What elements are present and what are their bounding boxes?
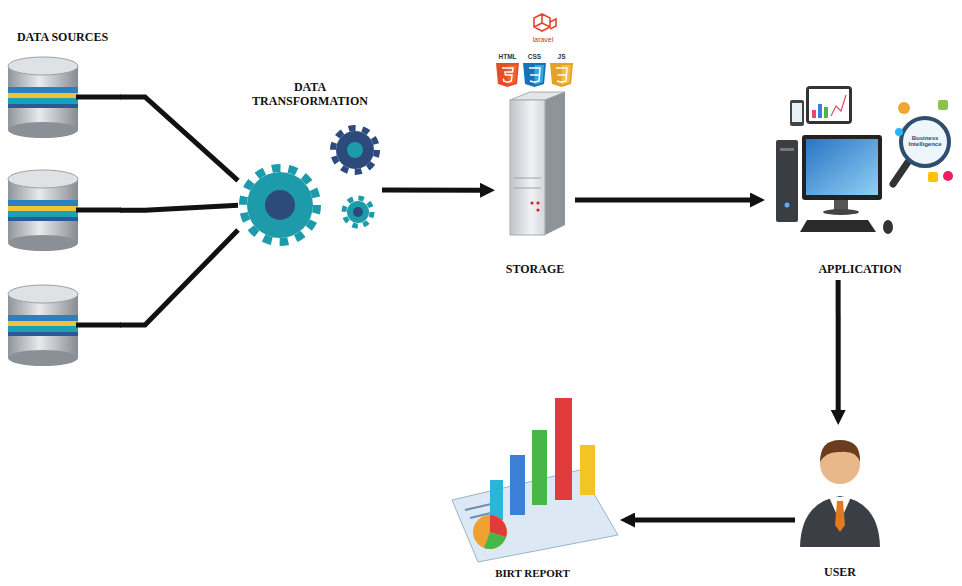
logo-text: laravel <box>527 36 559 43</box>
icon-node: USER <box>795 425 885 583</box>
laravel-logo <box>534 14 556 31</box>
wire-stub <box>76 97 121 325</box>
icon-caption: Business Intelligence <box>904 135 946 147</box>
icon-node: DATA TRANSFORMATION <box>238 78 382 268</box>
logo-text: JS <box>549 54 574 61</box>
node-caption: BIRT REPORT <box>495 567 570 580</box>
server-icon <box>510 92 565 235</box>
icon-node: DATA SOURCES <box>5 28 120 373</box>
node-caption: STORAGE <box>506 263 564 277</box>
logo-text: CSS <box>522 54 547 61</box>
link-line <box>120 205 238 210</box>
gears-icon <box>243 128 377 242</box>
flow-arrow <box>575 198 750 203</box>
web-logos <box>496 63 573 87</box>
user-icon <box>800 440 880 547</box>
flow-arrow <box>836 280 841 410</box>
icon-node: APPLICATION <box>765 80 955 280</box>
node-caption: APPLICATION <box>818 263 901 277</box>
report-icon <box>452 398 618 562</box>
logo-text: HTML <box>495 54 520 61</box>
bi-magnifier-icon <box>893 100 953 184</box>
icon-node: BIRT REPORT <box>445 395 620 583</box>
flow-arrow <box>382 188 480 193</box>
node-caption: DATA TRANSFORMATION <box>243 81 377 109</box>
link-line <box>120 230 238 325</box>
icon-node: STORAGE <box>495 85 575 280</box>
link-line <box>120 97 238 181</box>
flow-arrow <box>635 517 795 522</box>
node-caption: DATA SOURCES <box>17 31 108 45</box>
database-icon <box>8 57 78 366</box>
node-caption: USER <box>824 566 856 580</box>
devices-icon <box>776 86 893 234</box>
